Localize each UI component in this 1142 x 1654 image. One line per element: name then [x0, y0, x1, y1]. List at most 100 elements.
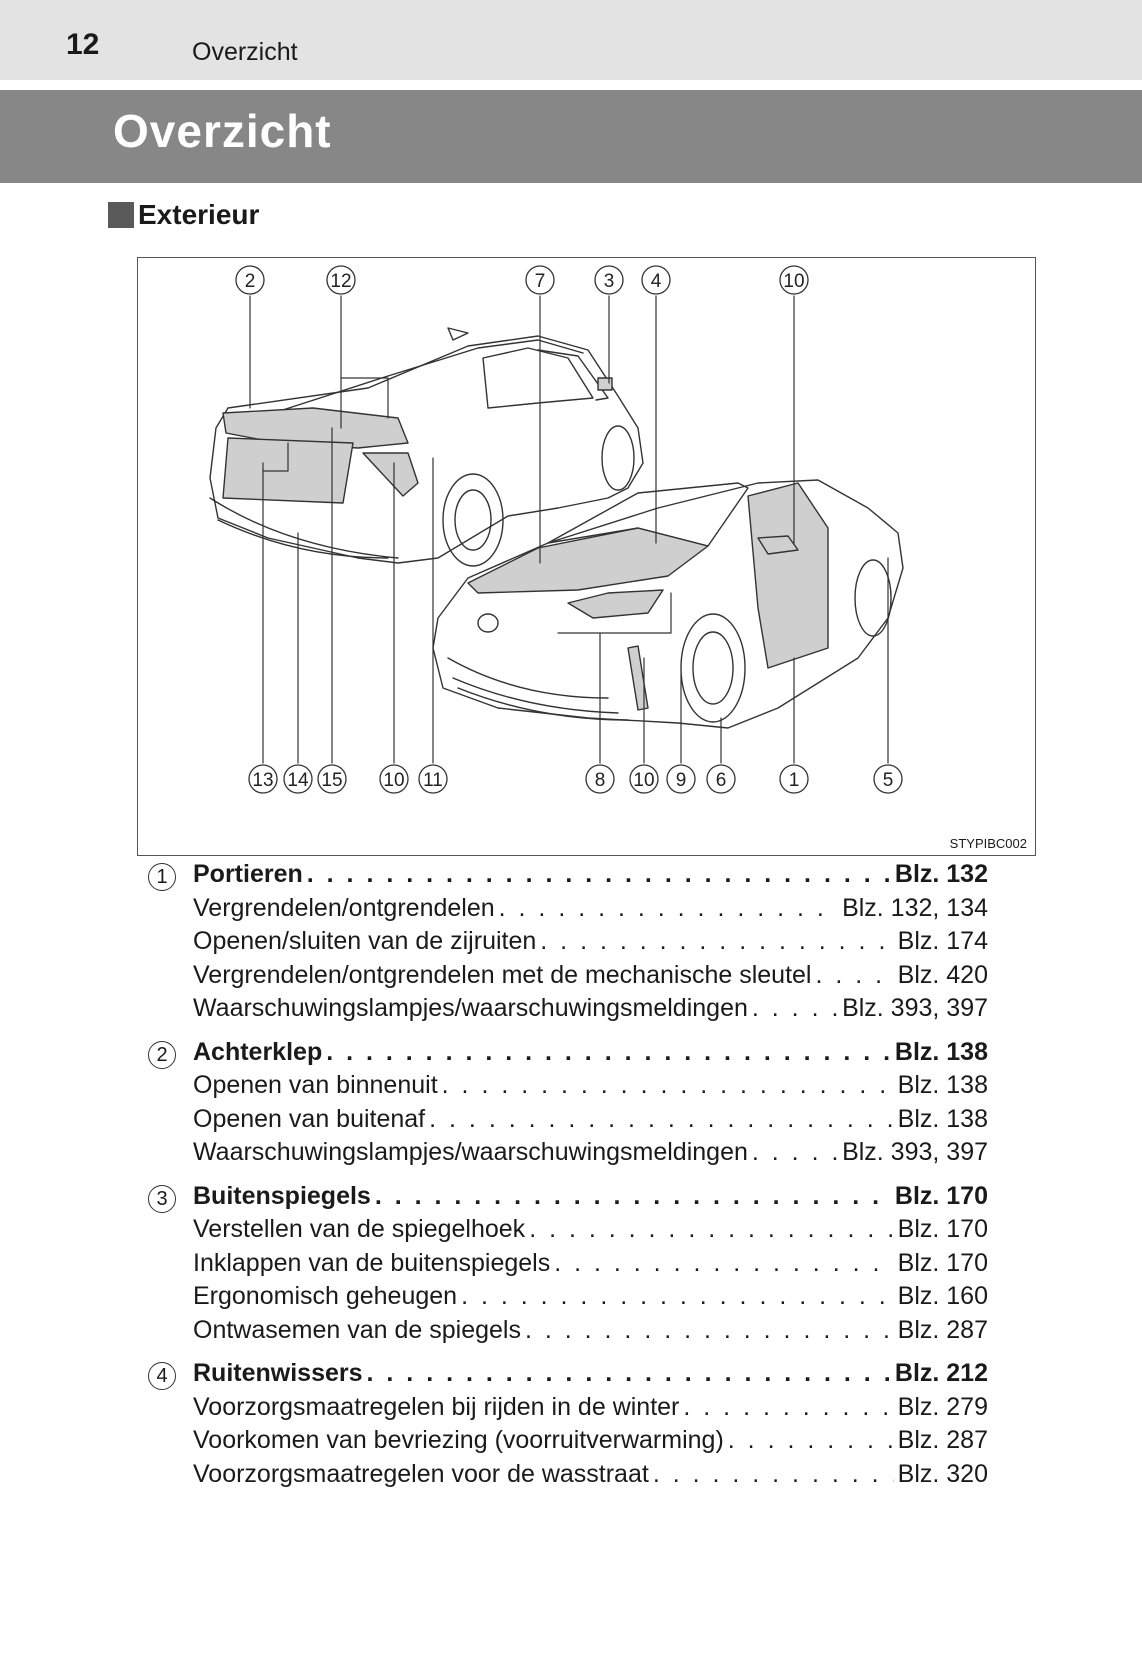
svg-text:15: 15: [321, 770, 342, 791]
item-title: Ruitenwissers: [193, 1359, 363, 1387]
sub-item-text: Openen van binnenuit: [193, 1071, 438, 1099]
sub-item-text: Verstellen van de spiegelhoek: [193, 1215, 526, 1243]
svg-text:13: 13: [252, 770, 273, 791]
sub-item-ref: Blz. 170: [897, 1248, 988, 1277]
sub-item-text: Ontwasemen van de spiegels: [193, 1315, 521, 1344]
list-item-1: 1 Portieren Blz. 132 Vergrendelen/ontgrend…: [148, 858, 988, 1026]
callout-14: 14: [283, 764, 313, 794]
sub-item-ref: Blz. 138: [897, 1104, 988, 1133]
sub-item-ref: Blz. 393, 397: [842, 1138, 988, 1166]
item-page-ref: Blz. 170: [894, 1181, 988, 1210]
sub-item-ref: Blz. 132, 134: [842, 893, 988, 922]
page-number: 12: [66, 28, 100, 61]
rear-wheel: [442, 473, 504, 567]
car-drawing: 2 12 7 3 4 10 13 14 15 10 11 8 10 9 6 1 …: [209, 265, 904, 794]
sub-item-ref: Blz. 320: [897, 1459, 988, 1488]
sub-item-text: Voorzorgsmaatregelen voor de wasstraat: [193, 1459, 649, 1488]
section-square-icon: [108, 202, 134, 228]
front-side-mirror: [757, 535, 799, 555]
title-bar: [0, 90, 1142, 183]
item-number: 1: [148, 863, 176, 891]
callout-2: 2: [235, 265, 265, 295]
svg-text:1: 1: [789, 770, 800, 791]
sub-item-text: Vergrendelen/ontgrendelen met de mechani…: [193, 960, 812, 989]
callout-7: 7: [525, 265, 555, 295]
callout-15: 15: [317, 764, 347, 794]
sub-item-text: Waarschuwingslampjes/waarschuwingsmeldin…: [193, 994, 748, 1022]
sub-item-text: Openen van buitenaf: [193, 1104, 426, 1133]
reference-list: 1 Portieren Blz. 132 Vergrendelen/ontgrend…: [148, 858, 988, 1501]
svg-text:10: 10: [783, 271, 804, 292]
svg-text:6: 6: [716, 770, 727, 791]
svg-text:3: 3: [604, 271, 615, 292]
section-heading: Exterieur: [108, 198, 259, 232]
sub-item-ref: Blz. 170: [897, 1215, 988, 1243]
callout-4: 4: [641, 265, 671, 295]
front-grille: [447, 657, 629, 721]
header-bar: [0, 0, 1142, 80]
svg-text:5: 5: [883, 770, 894, 791]
item-page-ref: Blz. 212: [894, 1359, 988, 1387]
callout-10-front: 10: [629, 764, 659, 794]
callout-3: 3: [594, 265, 624, 295]
item-number: 3: [148, 1184, 176, 1213]
item-page-ref: Blz. 132: [894, 860, 988, 888]
sub-item-text: Inklappen van de buitenspiegels: [193, 1248, 551, 1277]
sub-item-ref: Blz. 393, 397: [842, 994, 988, 1022]
callout-13: 13: [248, 764, 278, 794]
sub-item-ref: Blz. 287: [897, 1426, 988, 1454]
list-item-3: 3BuitenspiegelsBlz. 170 Verstellen van d…: [148, 1180, 988, 1348]
rear-lamp: [362, 452, 419, 497]
list-item-4: 4 Ruitenwissers Blz. 212 Voorzorgsmaatrege…: [148, 1357, 988, 1491]
callout-12: 12: [326, 265, 356, 295]
callout-6: 6: [706, 764, 736, 794]
figure-code: STYPIBC002: [949, 836, 1027, 851]
svg-text:8: 8: [595, 770, 606, 791]
sub-item-text: Waarschuwingslampjes/waarschuwingsmeldin…: [193, 1138, 748, 1166]
callout-8: 8: [585, 764, 615, 794]
svg-text:11: 11: [423, 770, 443, 791]
svg-text:2: 2: [245, 271, 256, 292]
front-fog-lamp: [627, 645, 649, 711]
sub-item-text: Ergonomisch geheugen: [193, 1282, 458, 1310]
rear-car-window2: [537, 349, 609, 401]
callout-1: 1: [779, 764, 809, 794]
running-title: Overzicht: [192, 38, 298, 66]
item-title: Buitenspiegels: [193, 1181, 371, 1210]
item-title: Achterklep: [193, 1037, 323, 1066]
sub-item-ref: Blz. 279: [897, 1392, 988, 1421]
callout-10-top: 10: [779, 265, 809, 295]
callout-11: 11: [418, 764, 448, 794]
page-title: Overzicht: [113, 105, 332, 157]
rear-bumper: [209, 497, 399, 559]
sub-item-ref: Blz. 420: [897, 960, 988, 989]
svg-text:12: 12: [330, 271, 351, 292]
rear-tailgate: [222, 407, 409, 449]
front-hood: [467, 527, 709, 594]
svg-text:10: 10: [633, 770, 654, 791]
item-number: 2: [148, 1040, 176, 1069]
callout-5: 5: [873, 764, 903, 794]
item-number: 4: [148, 1362, 176, 1390]
rear-car-roof: [257, 339, 584, 419]
rear-car-window: [482, 347, 594, 409]
sub-item-ref: Blz. 160: [897, 1282, 988, 1310]
callout-9: 9: [666, 764, 696, 794]
sub-item-text: Voorkomen van bevriezing (voorruitverwar…: [193, 1426, 724, 1454]
sub-item-text: Voorzorgsmaatregelen bij rijden in de wi…: [193, 1392, 680, 1421]
sub-item-ref: Blz. 287: [897, 1315, 988, 1344]
svg-text:7: 7: [535, 271, 546, 292]
list-item-2: 2AchterklepBlz. 138 Openen van binnenuit…: [148, 1036, 988, 1170]
callout-10-rear: 10: [379, 764, 409, 794]
front-windshield: [547, 482, 749, 547]
svg-text:4: 4: [651, 271, 662, 292]
sub-item-text: Vergrendelen/ontgrendelen: [193, 893, 495, 922]
front-door: [747, 482, 829, 669]
front-wheel: [680, 613, 746, 723]
sub-item-ref: Blz. 138: [897, 1071, 988, 1099]
item-title: Portieren: [193, 860, 303, 888]
item-page-ref: Blz. 138: [894, 1037, 988, 1066]
front-emblem: [477, 613, 499, 633]
front-headlight: [567, 589, 664, 619]
sub-item-text: Openen/sluiten van de zijruiten: [193, 927, 537, 955]
